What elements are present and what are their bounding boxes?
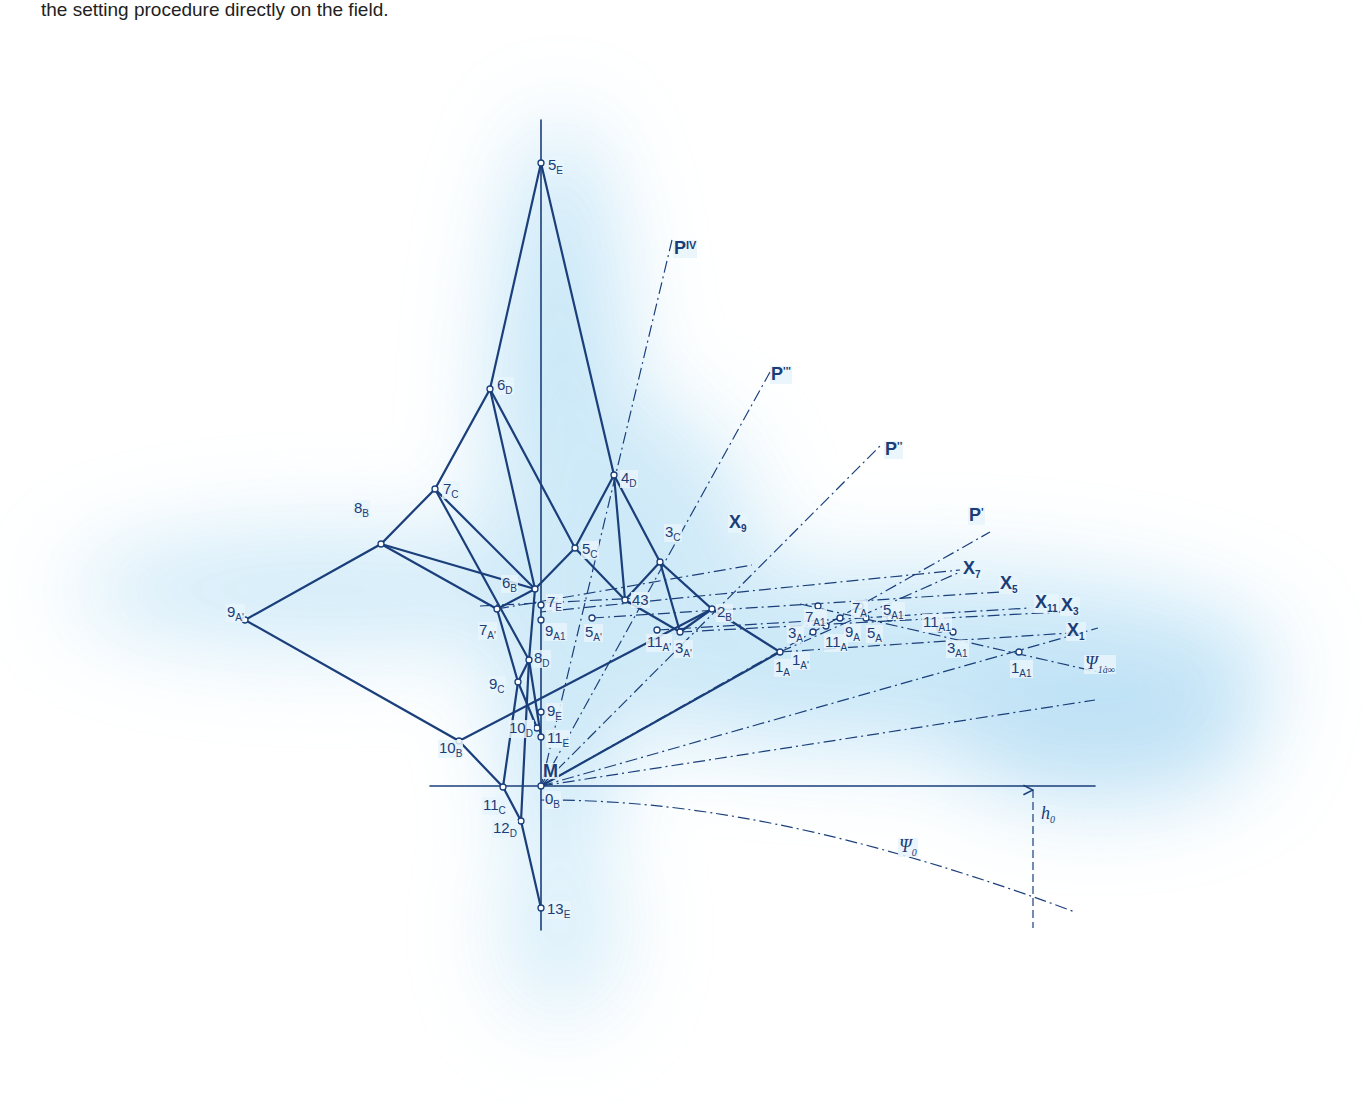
point-label: 12D xyxy=(492,820,518,838)
point-label: 5A1 xyxy=(882,602,905,620)
point-label: 11C xyxy=(482,797,507,815)
point-label: 7C xyxy=(442,481,460,499)
point-label: 1A xyxy=(774,659,791,677)
point-label: 7A1 xyxy=(804,609,827,627)
point-label: 9A' xyxy=(226,604,245,622)
point-label: P' xyxy=(968,507,985,525)
point-label: 3A xyxy=(787,625,804,643)
point-label: 7A' xyxy=(478,622,497,640)
point-label: 6B xyxy=(501,575,518,593)
point-label: h0 xyxy=(1040,805,1056,824)
point-label: X11 xyxy=(1034,594,1059,613)
point-label: 2B xyxy=(716,604,733,622)
point-label: X9 xyxy=(728,514,748,533)
point-label: 11A1 xyxy=(922,614,952,632)
point-label: 8B xyxy=(353,500,370,518)
point-label: 9E xyxy=(546,703,563,721)
point-label: 13E xyxy=(546,901,571,919)
point-label: 3A1 xyxy=(946,640,969,658)
point-label: 11E xyxy=(546,730,570,748)
point-label: 8D xyxy=(533,650,551,668)
point-label: 5A' xyxy=(584,624,603,642)
point-label: P''' xyxy=(770,366,792,384)
point-label: 3C xyxy=(664,524,682,542)
point-label: 4D xyxy=(620,470,638,488)
point-label: Ψ1à∞ xyxy=(1084,655,1116,674)
point-label: 5A xyxy=(866,625,883,643)
point-label: PIV xyxy=(673,240,697,258)
point-label: 10D xyxy=(508,720,534,738)
point-label: 5E xyxy=(547,157,564,175)
caption-text: the setting procedure directly on the fi… xyxy=(40,2,389,18)
point-label: Ψ0 xyxy=(898,838,918,857)
point-label: 7E xyxy=(546,594,563,612)
point-label: X1 xyxy=(1066,622,1086,641)
point-label: M xyxy=(542,763,559,779)
point-label: 1A' xyxy=(791,652,810,670)
point-label: 6D xyxy=(496,377,514,395)
point-label: 7A xyxy=(851,600,868,618)
point-label: 0B xyxy=(544,791,561,809)
point-label: X3 xyxy=(1060,597,1080,616)
point-label: P'' xyxy=(884,441,903,459)
point-label: X7 xyxy=(962,560,982,579)
point-label: 5C xyxy=(581,541,599,559)
point-label: 1A1 xyxy=(1010,660,1033,678)
point-label: 9A xyxy=(844,624,861,642)
point-label: X5 xyxy=(999,575,1019,594)
point-label: 11A' xyxy=(646,634,672,652)
point-label: 3A' xyxy=(674,640,693,658)
point-label: 43 xyxy=(631,592,650,608)
point-label: 10B xyxy=(438,740,463,758)
point-label: 9A1 xyxy=(544,623,567,641)
point-label: 9C xyxy=(488,676,506,694)
